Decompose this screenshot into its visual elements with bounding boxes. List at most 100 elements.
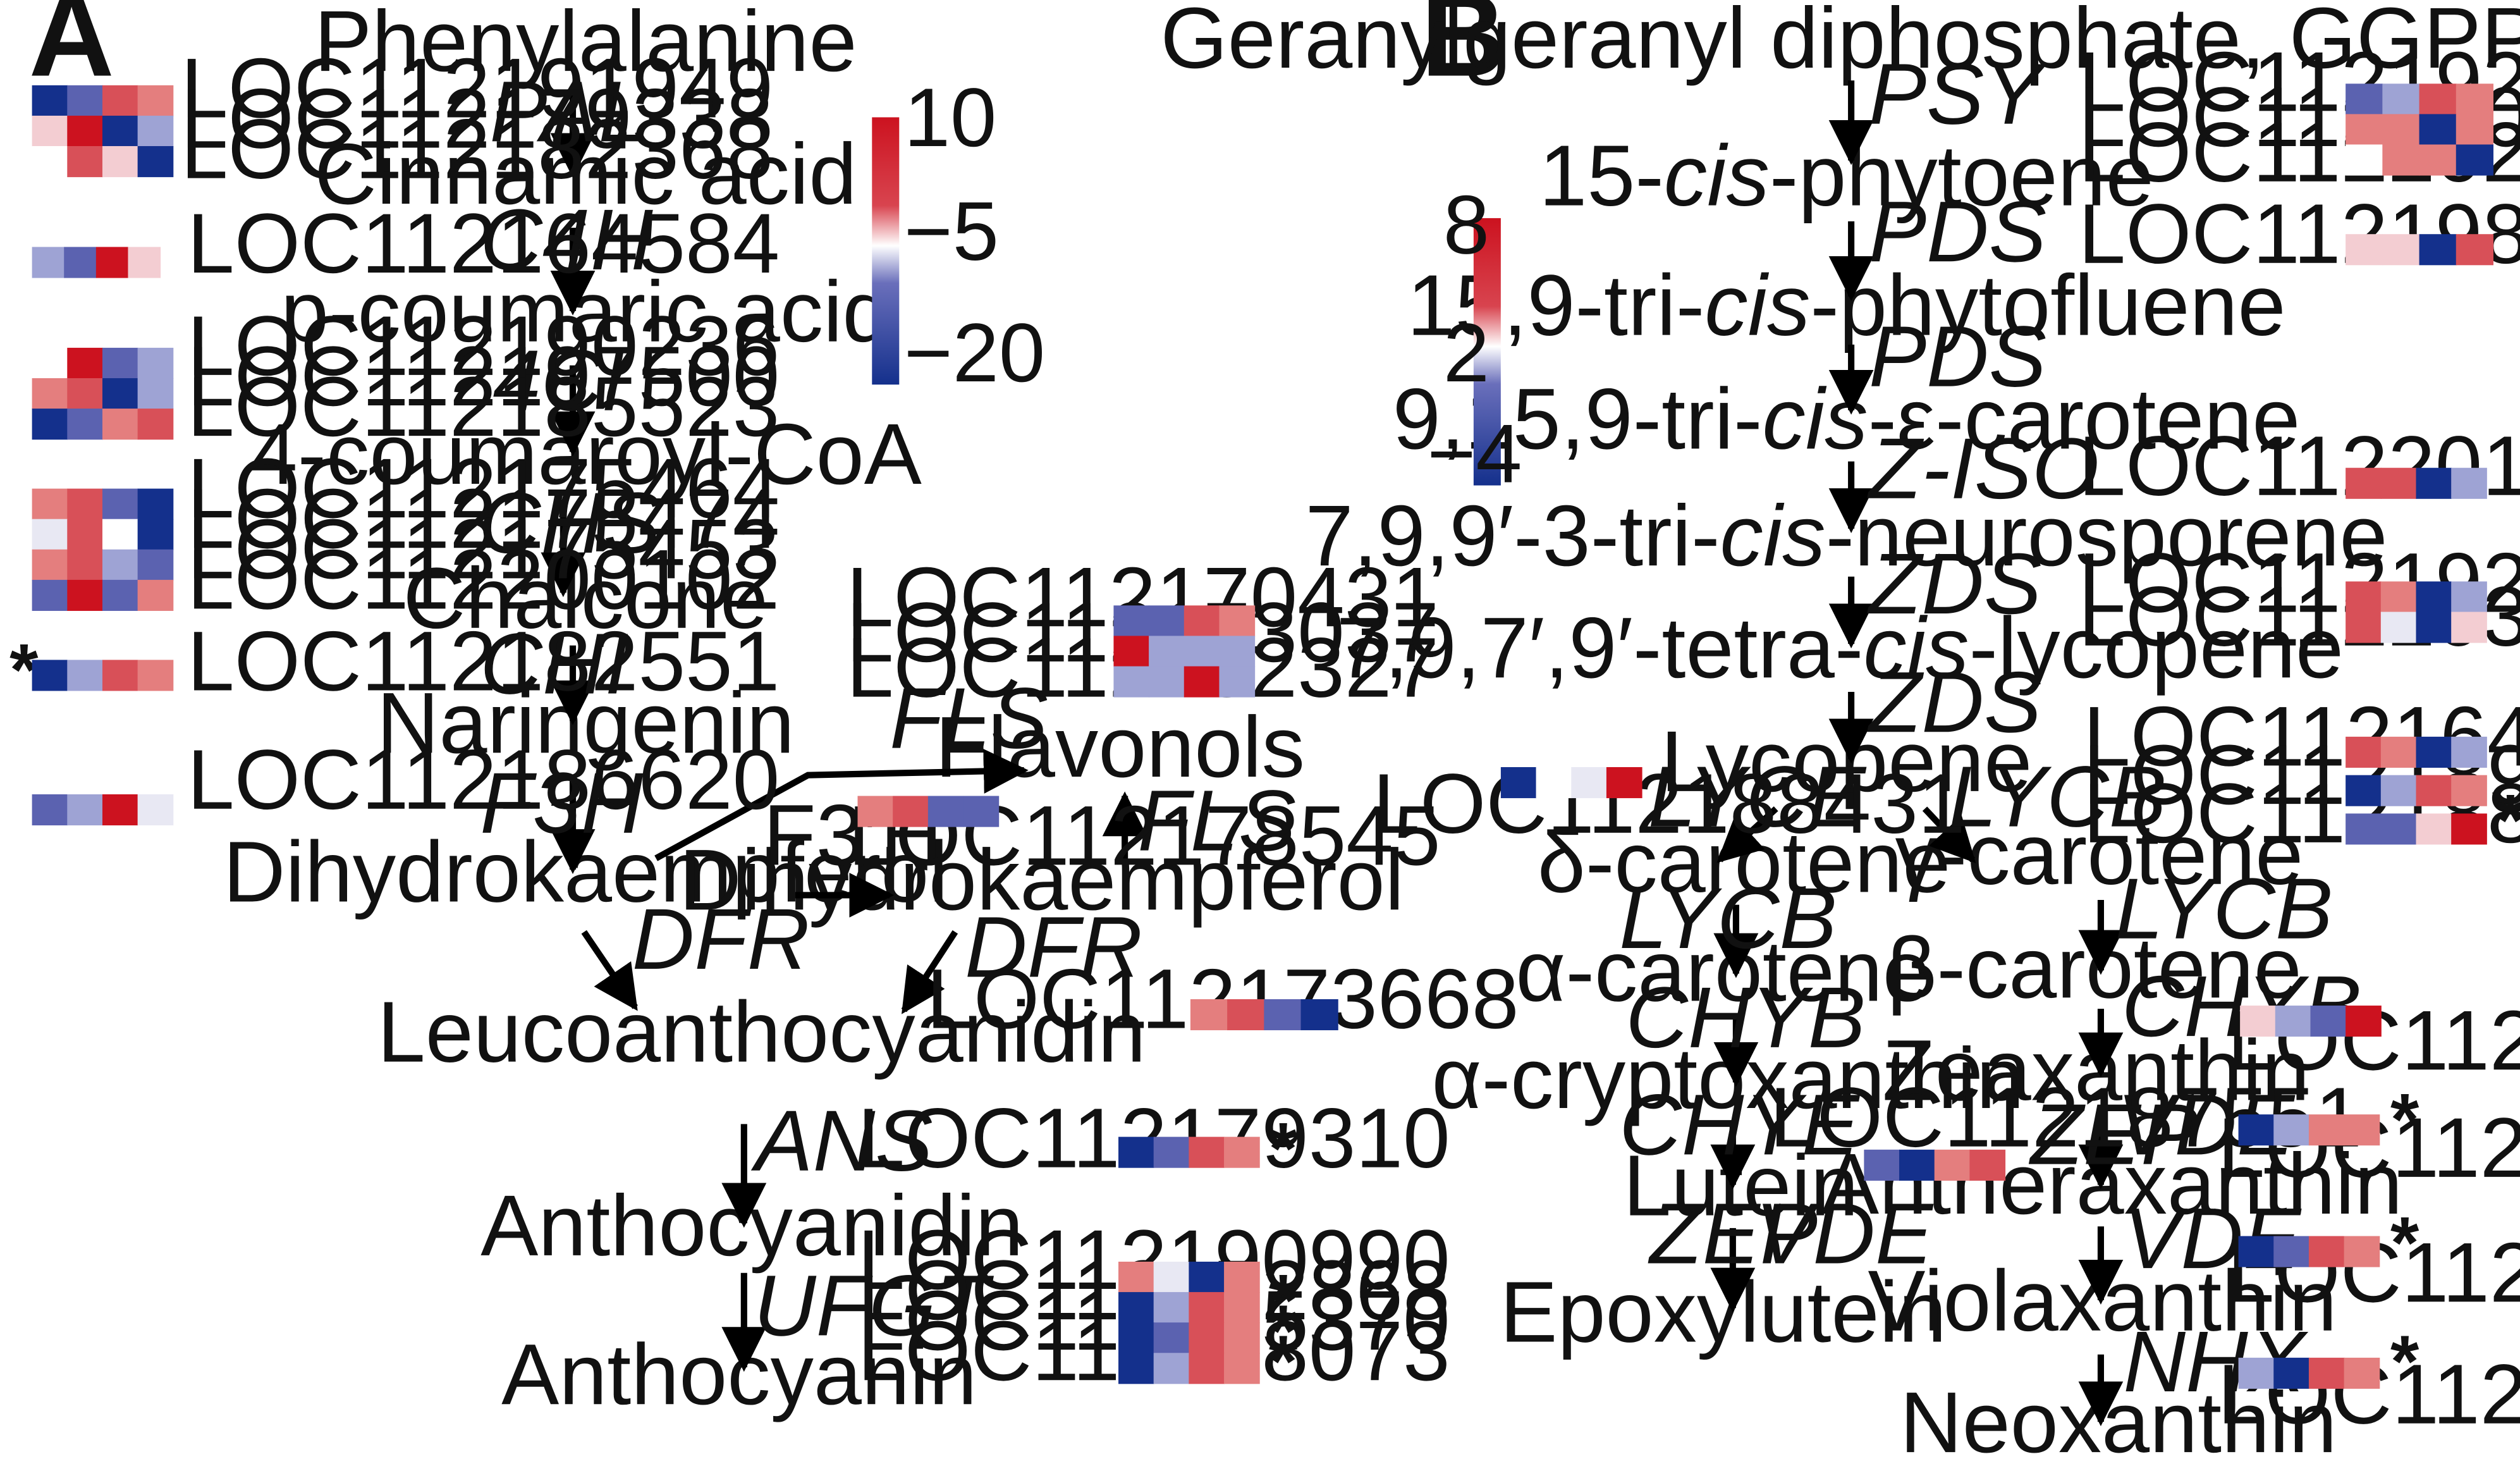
heatmap-cell (2346, 775, 2382, 806)
panel-label-a: A (29, 0, 114, 101)
enzyme-dfr: DFR (632, 890, 810, 987)
panel-b-arrows (1710, 80, 2124, 1427)
heatmap-cell (32, 409, 68, 440)
heatmap-cell (95, 247, 129, 278)
heatmap-cell (67, 378, 103, 410)
heatmap-cell (2310, 1006, 2347, 1037)
enzyme-pds: PDS (1869, 183, 2046, 280)
heatmap-cell (2416, 467, 2452, 499)
heatmap-row-LOC112195310 (2240, 1006, 2382, 1037)
enzyme-lycb-2: LYCB (1619, 870, 1837, 966)
enzyme-fls: FLS (890, 670, 1048, 766)
enzyme-zds-2: ZDS (1867, 653, 2041, 750)
heatmap-cell (1153, 1261, 1190, 1293)
heatmap-cell (2416, 775, 2452, 806)
heatmap-cell (137, 347, 174, 379)
arrow-lycb (1922, 806, 1976, 863)
enzyme-ufgt: UFGT (754, 1257, 994, 1353)
heatmap-cell (32, 85, 68, 116)
gene-label: LOC112164584 (187, 197, 780, 291)
heatmap-cell (1118, 1292, 1154, 1324)
heatmap-cell (2346, 83, 2383, 115)
heatmap-cell (2346, 144, 2383, 176)
enzyme-zep-lutein: ZEP (1648, 1185, 1818, 1282)
compound-leucoanthocyanidin: Leucoanthocyanidin (377, 983, 1146, 1080)
heatmap-cell (2451, 612, 2487, 643)
heatmap-cell (857, 796, 894, 827)
heatmap-cell (2456, 114, 2493, 145)
panel-a-significance: * * * * * (9, 629, 1298, 1402)
heatmap-cell (1224, 1261, 1260, 1293)
enzyme-chi: CHI (480, 615, 628, 712)
heatmap-cell (2238, 1236, 2275, 1267)
heatmap-row-LOC112187551 (1864, 1149, 2006, 1181)
heatmap-row-LOC112185523 (32, 409, 174, 440)
heatmap-cell (1500, 766, 1537, 799)
heatmap-cell (1934, 1149, 1971, 1181)
heatmap-row-LOC112164584 (32, 247, 161, 278)
heatmap-cell (32, 549, 68, 581)
heatmap-row-LOC112182551 (32, 660, 174, 691)
scale-tick-min: −20 (904, 306, 1045, 399)
heatmap-cell (1184, 666, 1220, 698)
heatmap-cell (1184, 605, 1220, 637)
heatmap-cell (2344, 1114, 2380, 1146)
heatmap-cell (963, 796, 1000, 827)
heatmap-cell (1153, 1353, 1190, 1384)
heatmap-cell (1189, 1353, 1225, 1384)
scale-tick-mid: −5 (904, 185, 999, 278)
significance-star: * (2390, 1078, 2419, 1160)
compound-chalcone: Chalcone (403, 550, 768, 646)
heatmap-row-LOC112182368 (32, 146, 174, 178)
heatmap-cell (32, 660, 68, 691)
arrow-dfr (581, 930, 638, 1011)
enzyme-lycb: LYCB (1949, 748, 2167, 845)
heatmap-row-LOC112175474 (32, 519, 174, 550)
heatmap-row-LOC112182327 (1113, 666, 1256, 698)
heatmap-cell (2451, 736, 2487, 768)
heatmap-cell (2238, 1114, 2275, 1146)
compound-ggpp: Geranylgeranyl diphosphate, GGPP (1161, 0, 2520, 86)
heatmap-cell (32, 794, 68, 826)
heatmap-cell (1264, 999, 1302, 1031)
heatmap-cell (1189, 1261, 1225, 1293)
heatmap-cell (1219, 605, 1256, 637)
heatmap-cell (67, 579, 103, 611)
heatmap-cell (1606, 766, 1642, 799)
color-scale-bar (1473, 218, 1501, 486)
heatmap-cell (1149, 636, 1185, 667)
enzyme-chyb: CHYB (1625, 969, 1866, 1066)
heatmap-cell (1189, 1292, 1225, 1324)
heatmap-cell (2456, 144, 2493, 176)
heatmap-cell (1219, 666, 1256, 698)
compound-prolycopene: 7,9,7′,9′-tetra-cis-lycopene (1336, 599, 2344, 696)
gene-label: LOC112179338 (181, 72, 773, 166)
heatmap-cell (2419, 144, 2457, 176)
heatmap-cell (102, 549, 138, 581)
heatmap-cell (32, 247, 65, 278)
heatmap-cell (67, 519, 103, 550)
enzyme-zds: ZDS (1867, 535, 2041, 632)
heatmap-row-LOC112203336 (2346, 612, 2487, 643)
heatmap-cell (67, 347, 103, 379)
heatmap-cell (2451, 775, 2487, 806)
heatmap-cell (2346, 612, 2382, 643)
heatmap-cell (1153, 1292, 1190, 1324)
heatmap-cell (2275, 1006, 2311, 1037)
scale-tick-max: 10 (904, 71, 996, 164)
heatmap-cell (67, 488, 103, 520)
significance-star: * (1269, 1320, 1298, 1402)
heatmap-cell (137, 378, 174, 410)
heatmap-row-LOC112164457 (2346, 736, 2487, 768)
heatmap-cell (32, 347, 68, 379)
heatmap-row-LOC112186620 (32, 794, 174, 826)
heatmap-cell (1153, 1136, 1190, 1168)
heatmap-cell (102, 146, 138, 178)
significance-star: * (2496, 779, 2520, 861)
gene-label: LOC112197500 (187, 329, 780, 424)
heatmap-cell (102, 794, 138, 826)
heatmap-row-LOC112185370 (1118, 1322, 1260, 1354)
heatmap-cell (1219, 636, 1256, 667)
heatmap-row-LOC112200102 (32, 579, 174, 611)
heatmap-row-LOC112175464 (32, 488, 174, 520)
